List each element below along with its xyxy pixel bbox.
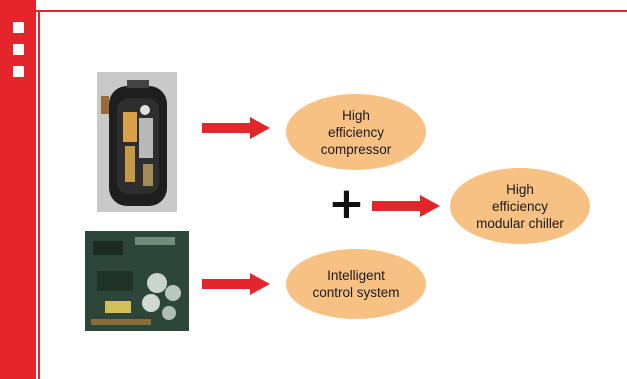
left-accent-bar xyxy=(0,0,36,379)
left-frame-line xyxy=(38,10,40,379)
top-frame-line xyxy=(36,10,627,12)
arrow-compressor xyxy=(202,117,270,139)
arrow-control xyxy=(202,273,270,295)
plus-operator: + xyxy=(328,178,365,229)
compressor-illustration xyxy=(97,72,177,212)
square-marker-2 xyxy=(13,44,24,55)
bubble-control-system: Intelligent control system xyxy=(286,249,426,319)
accent-notch xyxy=(22,96,36,118)
bubble-modular-chiller: High efficiency modular chiller xyxy=(450,168,590,244)
compressor-photo xyxy=(97,72,177,212)
square-marker-3 xyxy=(13,66,24,77)
control-board-illustration xyxy=(85,231,189,331)
control-board-photo xyxy=(85,231,189,331)
arrow-result xyxy=(372,195,440,217)
square-marker-1 xyxy=(13,22,24,33)
bubble-compressor: High efficiency compressor xyxy=(286,94,426,170)
